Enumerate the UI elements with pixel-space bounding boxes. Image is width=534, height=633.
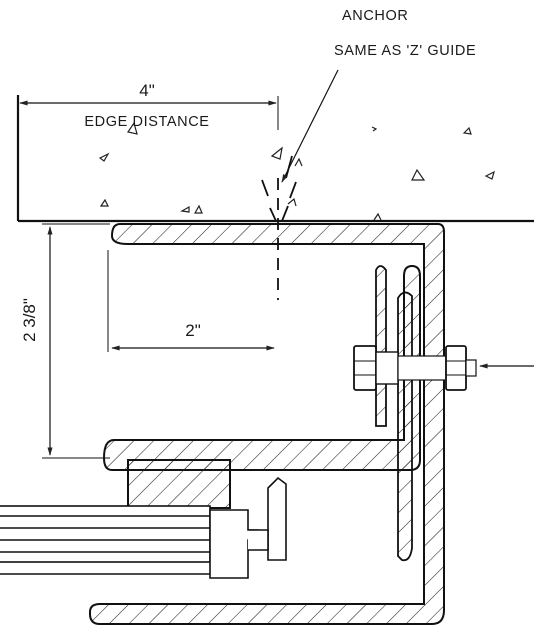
- anchor-leader-line: [281, 69, 339, 183]
- bolt-assembly: [353, 345, 534, 391]
- anchor: ANCHOR SAME AS 'Z' GUIDE: [261, 8, 476, 300]
- anchor-splay-marks: [261, 155, 297, 222]
- edge-distance-label: EDGE DISTANCE: [84, 114, 209, 130]
- anchor-note: SAME AS 'Z' GUIDE: [334, 43, 476, 59]
- height-dimension-value: 2 3/8": [20, 298, 39, 342]
- edge-distance-dimension: 4" EDGE DISTANCE: [17, 81, 279, 130]
- inset-dimension: 2": [107, 250, 275, 352]
- anchor-label: ANCHOR: [342, 8, 408, 24]
- height-dimension: 2 3/8": [20, 223, 110, 459]
- concrete-aggregate-marks: [98, 121, 495, 221]
- z-guide-channel: [89, 223, 445, 625]
- inset-dimension-value: 2": [185, 321, 201, 340]
- edge-distance-value: 4": [139, 81, 155, 100]
- window-frame: [0, 476, 287, 579]
